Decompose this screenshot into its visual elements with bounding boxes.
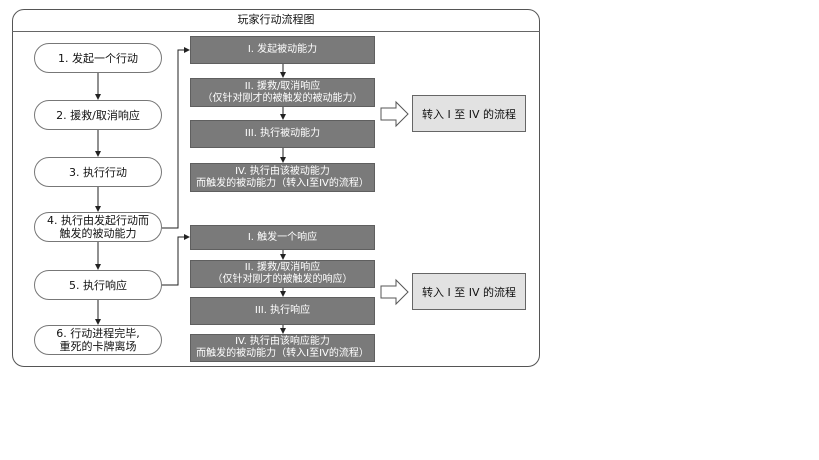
lower-flow-3-label: III. 执行响应 xyxy=(254,305,311,316)
lower-flow-2-line2: （仅针对刚才的被触发的响应） xyxy=(212,274,353,285)
lower-flow-1-label: I. 触发一个响应 xyxy=(247,231,318,243)
upper-flow-4: IV. 执行由该被动能力 而触发的被动能力（转入I至IV的流程） xyxy=(190,163,375,192)
step-3-label: 3. 执行行动 xyxy=(69,165,127,179)
step-6-line1: 6. 行动进程完毕, xyxy=(56,327,140,340)
step-4-line1: 4. 执行由发起行动而 xyxy=(47,214,149,227)
upper-flow-2-line1: II. 援救/取消响应 xyxy=(244,80,321,92)
block-arrow-upper xyxy=(380,100,409,128)
upper-flow-3-label: III. 执行被动能力 xyxy=(244,128,321,139)
step-3: 3. 执行行动 xyxy=(34,157,162,187)
step-4-line2: 触发的被动能力 xyxy=(59,227,137,240)
upper-flow-4-line2: 而触发的被动能力（转入I至IV的流程） xyxy=(196,177,369,189)
side-box-lower-label: 转入 I 至 IV 的流程 xyxy=(422,285,516,299)
step-6-line2: 重死的卡牌离场 xyxy=(59,340,137,353)
lower-flow-1: I. 触发一个响应 xyxy=(190,225,375,250)
diagram-title: 玩家行动流程图 xyxy=(12,9,540,32)
lower-flow-3: III. 执行响应 xyxy=(190,297,375,325)
arrow-step5-lower xyxy=(162,234,190,286)
step-6: 6. 行动进程完毕, 重死的卡牌离场 xyxy=(34,325,162,355)
step-2: 2. 援救/取消响应 xyxy=(34,100,162,130)
lower-flow-2-line1: II. 援救/取消响应 xyxy=(244,262,321,273)
upper-flow-1-label: I. 发起被动能力 xyxy=(247,44,318,55)
lower-flow-4: IV. 执行由该响应能力 而触发的被动能力（转入I至IV的流程） xyxy=(190,334,375,362)
side-box-upper-label: 转入 I 至 IV 的流程 xyxy=(422,107,516,121)
step-1: 1. 发起一个行动 xyxy=(34,43,162,73)
upper-flow-2: II. 援救/取消响应 （仅针对刚才的被触发的被动能力） xyxy=(190,78,375,107)
block-arrow-lower xyxy=(380,278,409,306)
step-2-label: 2. 援救/取消响应 xyxy=(56,108,140,122)
upper-flow-1: I. 发起被动能力 xyxy=(190,36,375,64)
side-box-upper: 转入 I 至 IV 的流程 xyxy=(412,95,526,132)
upper-flow-2-line2: （仅针对刚才的被触发的被动能力） xyxy=(202,92,363,104)
step-4: 4. 执行由发起行动而 触发的被动能力 xyxy=(34,212,162,242)
side-box-lower: 转入 I 至 IV 的流程 xyxy=(412,273,526,310)
step-5-label: 5. 执行响应 xyxy=(69,278,127,292)
lower-flow-2: II. 援救/取消响应 （仅针对刚才的被触发的响应） xyxy=(190,260,375,288)
upper-flow-4-line1: IV. 执行由该被动能力 xyxy=(235,165,330,177)
lower-flow-4-line2: 而触发的被动能力（转入I至IV的流程） xyxy=(196,348,369,359)
step-1-label: 1. 发起一个行动 xyxy=(58,51,138,65)
lower-flow-4-line1: IV. 执行由该响应能力 xyxy=(235,336,330,347)
arrow-step4-upper xyxy=(162,47,190,229)
step-5: 5. 执行响应 xyxy=(34,270,162,300)
upper-flow-3: III. 执行被动能力 xyxy=(190,120,375,148)
